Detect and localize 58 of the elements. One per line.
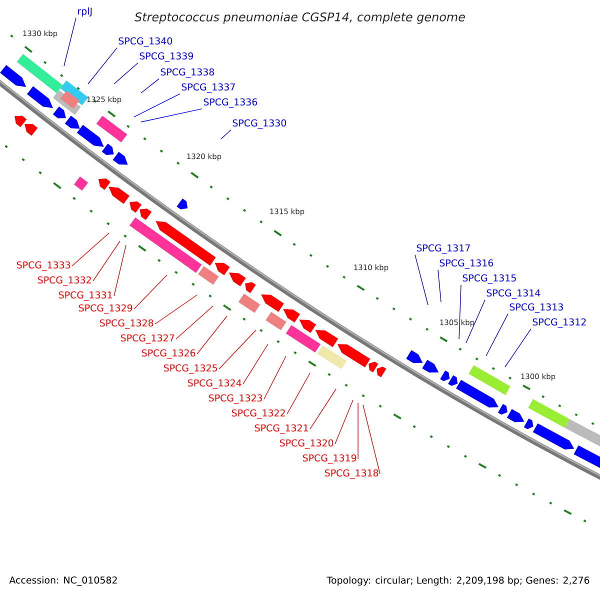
footer-text: Accession: NC_010582 [9, 576, 117, 586]
gene-label: SPCG_1336 [204, 98, 258, 108]
gene-label: SPCG_1333 [16, 261, 70, 271]
footer-text: Topology: circular; Length: 2,209,198 bp; Genes: 2,276 [326, 576, 590, 586]
gene-label: SPCG_1325 [164, 364, 217, 374]
leader-line [310, 388, 336, 430]
gene-label: SPCG_1313 [510, 303, 563, 313]
gene-label: SPCG_1315 [462, 274, 516, 284]
gene-label: SPCG_1328 [100, 319, 154, 329]
gene-label: SPCG_1340 [118, 37, 172, 47]
leader-line [458, 284, 462, 340]
leader-line [414, 254, 428, 306]
leader-line [334, 400, 354, 444]
gene-label: SPCG_1317 [416, 244, 470, 254]
gene-label: SPCG_1323 [208, 394, 262, 404]
leader-line [466, 299, 486, 344]
leader-line [88, 47, 118, 84]
gene-label: SPCG_1314 [486, 289, 540, 299]
gene-label: SPCG_1319 [302, 454, 356, 464]
leader-line [134, 274, 168, 310]
leader-line [72, 232, 110, 266]
leader-line [242, 344, 268, 384]
gene-label: SPCG_1327 [120, 334, 174, 344]
leader-line [438, 269, 442, 302]
leader-line [176, 306, 214, 340]
gene-label: SPCG_1339 [140, 52, 193, 62]
gene-label: SPCG_1329 [78, 304, 132, 314]
gene-label: SPCG_1321 [254, 424, 308, 434]
gene-label: SPCG_1338 [160, 68, 214, 78]
leader-line [140, 78, 160, 94]
gene-label: rplJ [78, 7, 92, 17]
leader-line [218, 330, 256, 370]
gene-label: SPCG_1324 [188, 379, 242, 389]
gene-label: SPCG_1326 [142, 349, 196, 359]
title: Streptococcus pneumoniae CGSP14, complete genome [134, 12, 465, 24]
gene-label: SPCG_1316 [440, 259, 494, 269]
leader-line [134, 93, 180, 118]
gene-label: SPCG_1330 [232, 119, 286, 129]
leader-line [64, 17, 76, 66]
leader-line [92, 240, 120, 282]
leader-line [286, 372, 310, 414]
leader-line [264, 356, 286, 400]
gene-label: SPCG_1320 [280, 439, 334, 449]
leader-line [362, 404, 380, 474]
leader-line [114, 244, 126, 296]
gene-label: SPCG_1312 [532, 318, 586, 328]
gene-label: SPCG_1318 [324, 469, 378, 479]
leader-line [486, 313, 508, 356]
leader-line [220, 129, 232, 140]
leader-line [154, 294, 198, 324]
leader-line [140, 108, 202, 122]
leader-line [504, 328, 532, 368]
gene-label: SPCG_1337 [182, 83, 235, 93]
leader-line [196, 316, 228, 354]
leader-line [114, 62, 138, 84]
gene-label: SPCG_1331 [58, 291, 112, 301]
gene-label: SPCG_1322 [232, 409, 285, 419]
gene-label: SPCG_1332 [38, 276, 91, 286]
